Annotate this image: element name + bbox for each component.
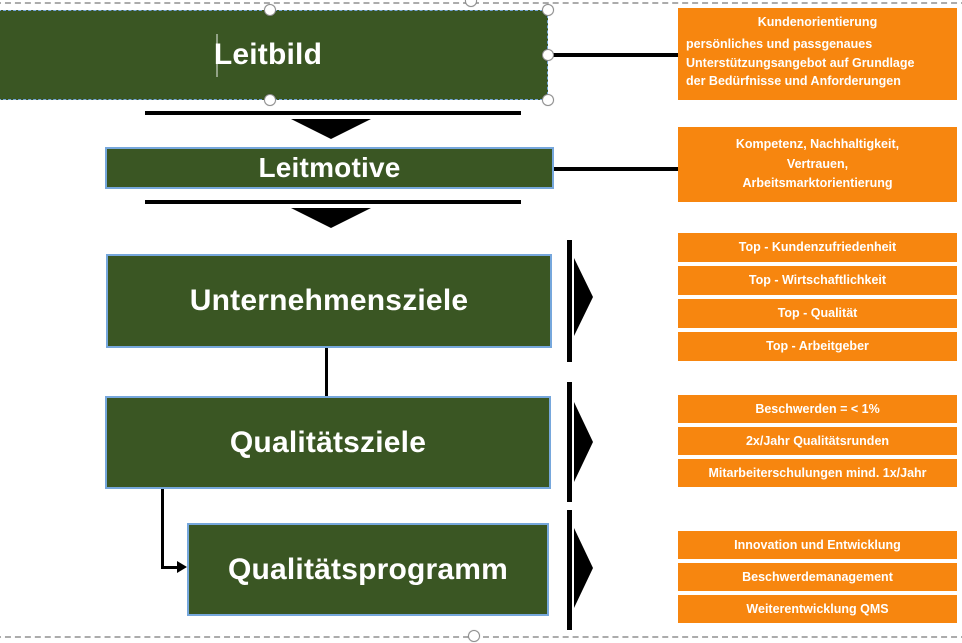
down-arrow-2-head (291, 208, 371, 228)
leitbild-handle-top-center[interactable] (264, 4, 276, 16)
program-bar[interactable]: Weiterentwicklung QMS (678, 595, 957, 623)
leitbild-handle-mid-right[interactable] (542, 49, 554, 61)
shape-qualitaetsprogramm-label: Qualitätsprogramm (227, 552, 509, 586)
text-caret (216, 34, 218, 77)
panel-leitmotive-line: Vertrauen, (786, 156, 849, 171)
panel-leitbild-line: persönliches und passgenaues (686, 37, 873, 51)
panel-leitmotive-line: Kompetenz, Nachhaltigkeit, (735, 137, 900, 152)
right-arrow-2-head (574, 402, 593, 482)
leitbild-handle-top-right[interactable] (542, 4, 554, 16)
shape-leitmotive[interactable]: Leitmotive (105, 147, 554, 189)
shape-unternehmensziele[interactable]: Unternehmensziele (106, 254, 552, 348)
group-selection-handle-bottom[interactable] (468, 630, 480, 642)
elbow-vertical-segment (161, 489, 164, 568)
panel-leitbild-line: der Bedürfnisse und Anforderungen (686, 74, 901, 88)
right-arrow-1-head (574, 258, 593, 336)
shape-qualitaetsziele[interactable]: Qualitätsziele (105, 396, 551, 489)
panel-leitmotive[interactable]: Kompetenz, Nachhaltigkeit, Vertrauen, Ar… (678, 127, 957, 202)
panel-leitmotive-line: Arbeitsmarktorientierung (742, 176, 893, 191)
connector-leitmotive-panel[interactable] (554, 167, 678, 171)
shape-qualitaetsprogramm[interactable]: Qualitätsprogramm (187, 523, 549, 616)
right-arrow-3-bar (567, 510, 572, 630)
elbow-arrowhead (177, 561, 187, 573)
right-arrow-2-bar (567, 382, 572, 502)
connector-leitbild-panel[interactable] (548, 53, 678, 57)
shape-leitbild[interactable]: Leitbild (0, 10, 548, 100)
goal-bar[interactable]: Top - Qualität (678, 299, 957, 328)
program-bar[interactable]: Beschwerdemanagement (678, 563, 957, 591)
right-arrow-1-bar (567, 240, 572, 362)
quality-goal-bar[interactable]: 2x/Jahr Qualitätsrunden (678, 427, 957, 455)
down-arrow-2-bar (145, 200, 521, 204)
down-arrow-1-bar (145, 111, 521, 115)
quality-goal-bar[interactable]: Beschwerden = < 1% (678, 395, 957, 423)
goal-bar[interactable]: Top - Kundenzufriedenheit (678, 233, 957, 262)
elbow-horizontal-segment (161, 566, 178, 569)
panel-leitbild-title: Kundenorientierung (757, 15, 878, 29)
program-bar[interactable]: Innovation und Entwicklung (678, 531, 957, 559)
quality-goal-bar[interactable]: Mitarbeiterschulungen mind. 1x/Jahr (678, 459, 957, 487)
panel-leitbild[interactable]: Kundenorientierung persönliches und pass… (678, 8, 957, 100)
shape-leitmotive-label: Leitmotive (258, 152, 401, 183)
shape-qualitaetsziele-label: Qualitätsziele (229, 425, 427, 459)
shape-leitbild-label: Leitbild (213, 38, 323, 71)
right-arrow-3-head (574, 528, 593, 608)
shape-unternehmensziele-label: Unternehmensziele (189, 284, 469, 317)
group-selection-top-border (0, 2, 962, 4)
goal-bar[interactable]: Top - Wirtschaftlichkeit (678, 266, 957, 295)
group-selection-handle-top[interactable] (465, 0, 477, 7)
down-arrow-1-head (291, 119, 371, 139)
group-selection-bottom-border (0, 636, 962, 638)
leitbild-handle-bottom-right[interactable] (542, 94, 554, 106)
leitbild-handle-bottom-center[interactable] (264, 94, 276, 106)
panel-leitbild-line: Unterstützungsangebot auf Grundlage (686, 55, 915, 70)
goal-bar[interactable]: Top - Arbeitgeber (678, 332, 957, 361)
connector-unternehmensziele-qualitaetsziele[interactable] (325, 348, 328, 396)
